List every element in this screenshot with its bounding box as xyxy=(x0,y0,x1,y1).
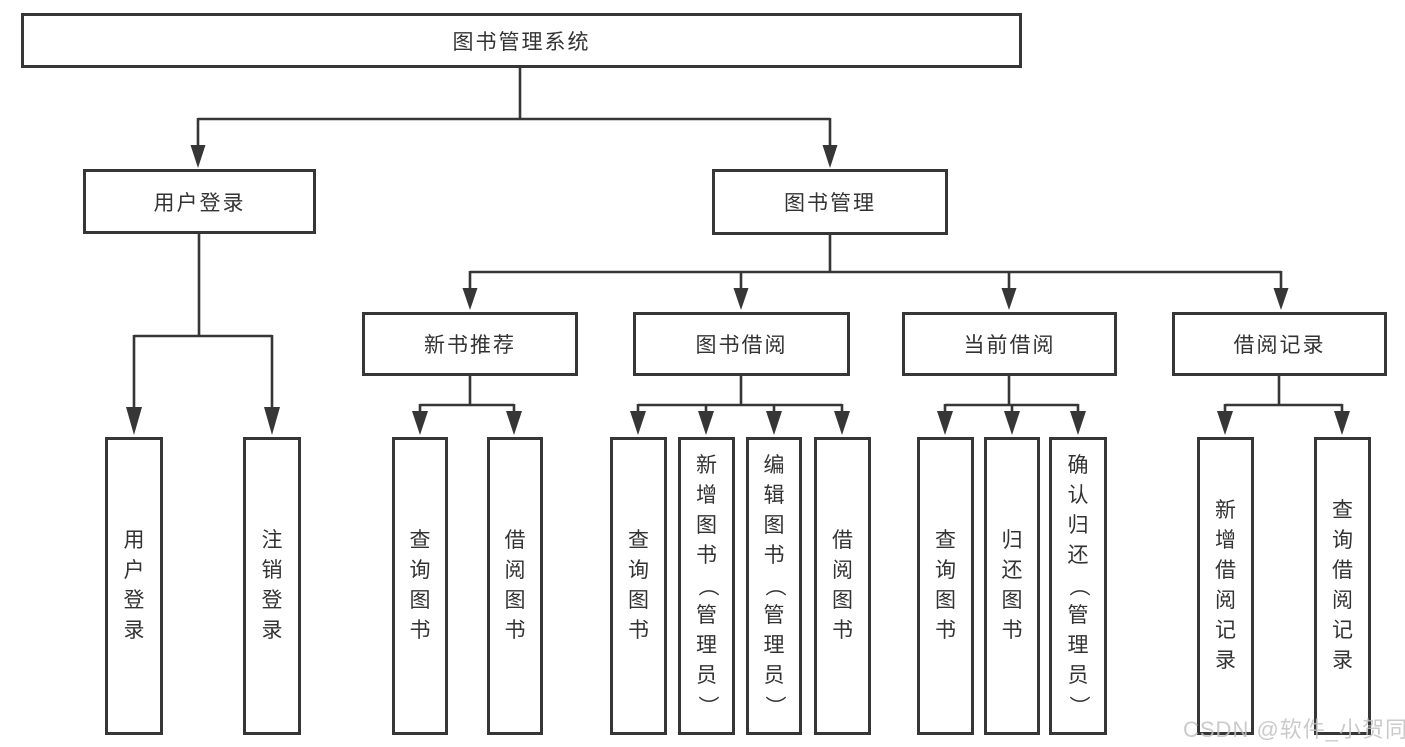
node-label: 用户登录 xyxy=(153,191,246,215)
leaf-return-books: 归还图书 xyxy=(984,437,1040,735)
leaf-logout: 注销登录 xyxy=(243,437,301,735)
node-label: 编辑图书（管理员） xyxy=(763,454,786,717)
leaf-query-books-recommend: 查询图书 xyxy=(392,437,448,735)
node-current-borrowing: 当前借阅 xyxy=(902,312,1117,376)
node-borrowing-records: 借阅记录 xyxy=(1172,312,1387,376)
node-label: 新增图书（管理员） xyxy=(695,454,719,717)
leaf-borrow-books-recommend: 借阅图书 xyxy=(487,437,543,735)
node-label: 确认归还（管理员） xyxy=(1067,454,1090,717)
leaf-query-books-current: 查询图书 xyxy=(917,437,974,735)
leaf-query-books-borrow: 查询图书 xyxy=(610,437,667,735)
node-book-management: 图书管理 xyxy=(712,169,948,235)
node-label: 借阅图书 xyxy=(504,529,526,642)
leaf-edit-book-admin: 编辑图书（管理员） xyxy=(746,437,802,735)
node-label: 新增借阅记录 xyxy=(1215,499,1236,672)
node-label: 注销登录 xyxy=(261,529,283,642)
leaf-borrow-books: 借阅图书 xyxy=(814,437,871,735)
node-book-borrowing: 图书借阅 xyxy=(633,312,850,376)
node-label: 用户登录 xyxy=(123,529,145,642)
csdn-watermark: CSDN @软件_小贺同学 xyxy=(1183,717,1405,742)
node-label: 归还图书 xyxy=(1001,529,1023,642)
node-library-management-system: 图书管理系统 xyxy=(21,13,1022,68)
node-label: 查询图书 xyxy=(409,529,431,642)
node-label: 图书管理 xyxy=(784,192,876,215)
node-label: 图书管理系统 xyxy=(452,30,591,54)
leaf-confirm-return-admin: 确认归还（管理员） xyxy=(1049,437,1107,735)
node-new-book-recommend: 新书推荐 xyxy=(362,312,578,376)
node-label: 当前借阅 xyxy=(963,334,1056,357)
node-user-login: 用户登录 xyxy=(83,169,316,234)
leaf-query-borrow-record: 查询借阅记录 xyxy=(1314,437,1371,735)
node-label: 查询借阅记录 xyxy=(1332,499,1353,672)
node-label: 查询图书 xyxy=(628,529,649,642)
node-label: 图书借阅 xyxy=(695,334,788,357)
node-label: 新书推荐 xyxy=(424,334,516,357)
leaf-add-book-admin: 新增图书（管理员） xyxy=(678,437,735,735)
leaf-add-borrow-record: 新增借阅记录 xyxy=(1197,437,1254,735)
leaf-user-login: 用户登录 xyxy=(105,437,163,735)
node-label: 借阅记录 xyxy=(1233,334,1326,357)
node-label: 查询图书 xyxy=(935,529,956,642)
node-label: 借阅图书 xyxy=(832,529,853,642)
